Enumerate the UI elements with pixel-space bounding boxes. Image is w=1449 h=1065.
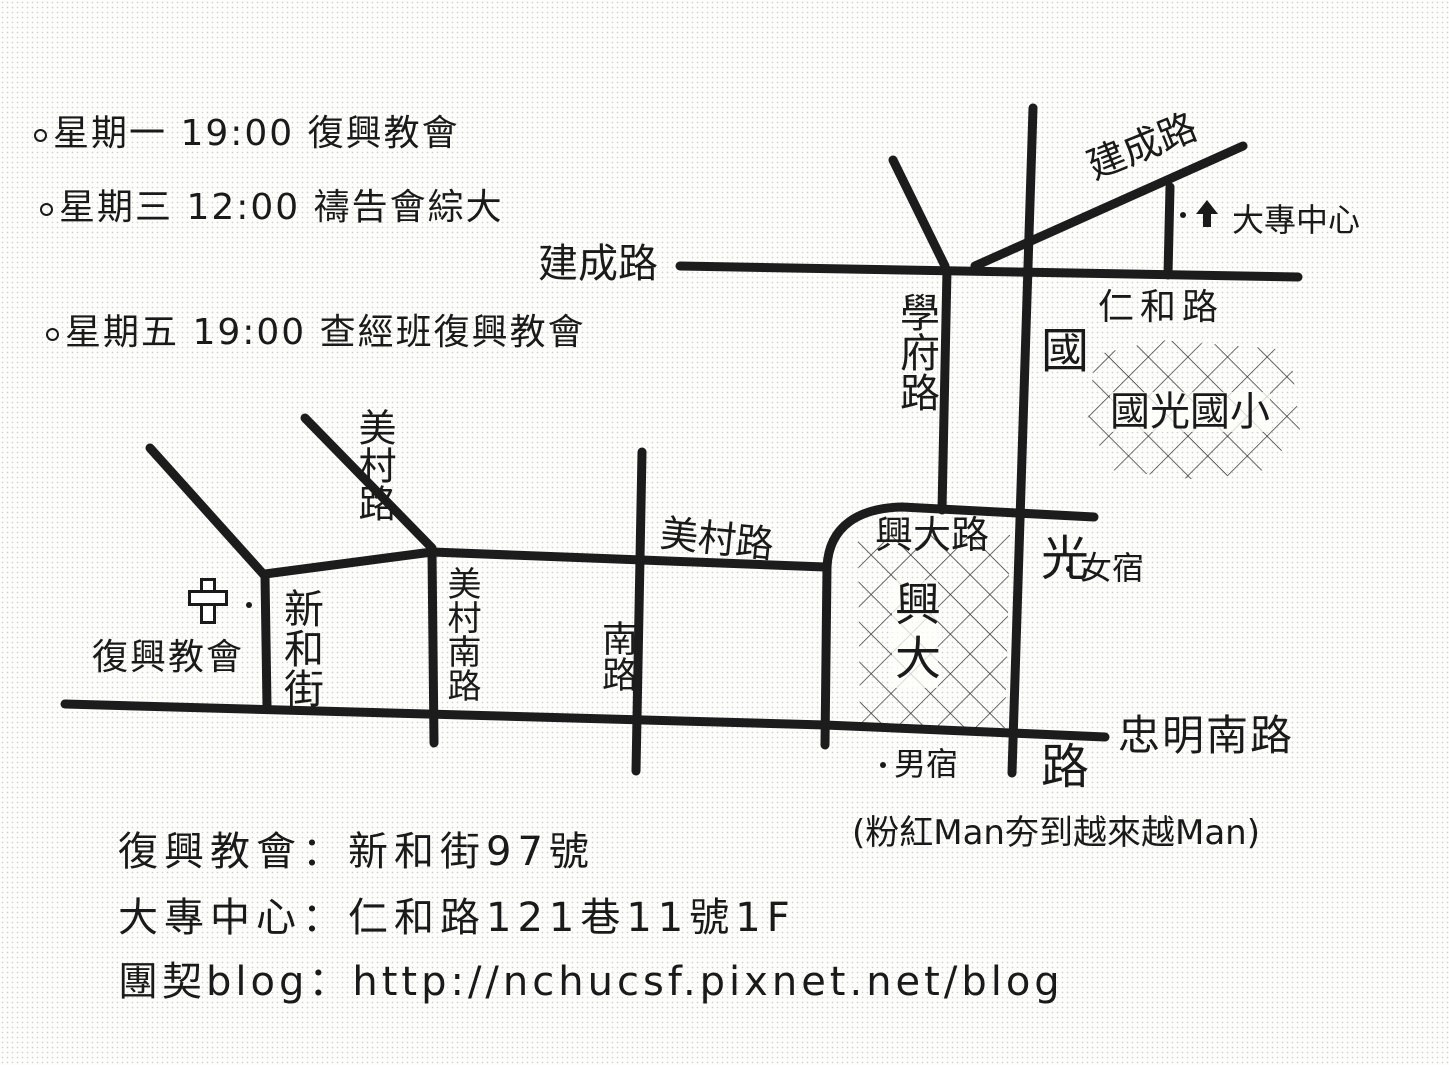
road-jiancheng-west	[675, 261, 1303, 282]
place-label-girls-dorm: 女宿	[1080, 549, 1145, 587]
road-label-zhongming: 忠明南路	[1118, 711, 1295, 760]
church-marker-dot	[246, 602, 252, 608]
schedule-item-friday: 星期五 19:00 查經班復興教會	[46, 315, 586, 351]
dorm-note: (粉紅Man夯到越來越Man)	[852, 813, 1260, 853]
road-xinhe	[260, 571, 272, 711]
road-church-diag	[145, 443, 270, 581]
place-label-guoguang-school: 國光國小	[1110, 389, 1270, 435]
place-label-church: 復興教會	[92, 637, 245, 678]
road-meicun-south	[427, 547, 439, 748]
road-xuefu-diag	[888, 155, 950, 271]
road-guoguang	[1007, 103, 1038, 778]
college-center-arrow-icon	[1196, 200, 1218, 228]
bullet-icon	[46, 327, 59, 341]
schedule-day: 星期五	[65, 312, 180, 353]
road-label-meicun-mid: 美村路	[658, 511, 777, 567]
place-label-college-center: 大專中心	[1232, 201, 1361, 239]
road-xingda	[820, 502, 1099, 750]
boys-dorm-dot	[880, 762, 886, 768]
road-jiancheng-diag	[970, 141, 1248, 271]
bullet-icon	[40, 202, 53, 216]
schedule-time: 12:00	[186, 187, 301, 228]
road-label-qin-south: 南路	[596, 620, 637, 692]
road-label-renhe: 仁和路	[1098, 287, 1225, 328]
schedule-day: 星期一	[53, 113, 168, 154]
bullet-icon	[34, 128, 47, 142]
footer-blog: 團契blog：http://nchucsf.pixnet.net/blog	[118, 959, 1064, 1005]
schedule-event: 復興教會	[307, 113, 460, 154]
road-zhongming-south	[60, 699, 1110, 742]
road-connector-center	[1163, 182, 1175, 280]
footer-church-address: 復興教會：新和街97號	[118, 829, 595, 875]
road-qin-south	[631, 447, 647, 776]
place-label-boys-dorm: 男宿	[894, 745, 959, 783]
road-label-meicun-south: 美村南路	[441, 566, 481, 702]
road-label-xinhe: 新和街	[277, 588, 323, 708]
road-meicun-diag	[300, 413, 437, 553]
road-label-xingda: 興大路	[875, 513, 990, 557]
schedule-day: 星期三	[59, 187, 174, 228]
schedule-item-wednesday: 星期三 12:00 禱告會綜大	[40, 190, 504, 226]
place-label-xingda: 興大	[888, 580, 942, 688]
girls-dorm-dot	[1066, 566, 1072, 572]
footer-center-address: 大專中心：仁和路121巷11號1F	[118, 895, 796, 941]
road-label-guoguang: 國光路	[1032, 325, 1088, 949]
schedule-event: 查經班復興教會	[319, 312, 586, 353]
schedule-time: 19:00	[192, 312, 307, 353]
road-label-jiancheng-west: 建成路	[538, 241, 658, 287]
schedule-event: 禱告會綜大	[313, 187, 504, 228]
road-xuefu	[937, 265, 952, 515]
church-cross-icon	[188, 578, 228, 624]
road-label-meicun-diag: 美村路	[352, 408, 396, 522]
schedule-time: 19:00	[180, 113, 295, 154]
road-label-xuefu: 學府路	[893, 292, 939, 412]
college-center-dot	[1180, 212, 1186, 218]
schedule-item-monday: 星期一 19:00 復興教會	[34, 116, 460, 152]
